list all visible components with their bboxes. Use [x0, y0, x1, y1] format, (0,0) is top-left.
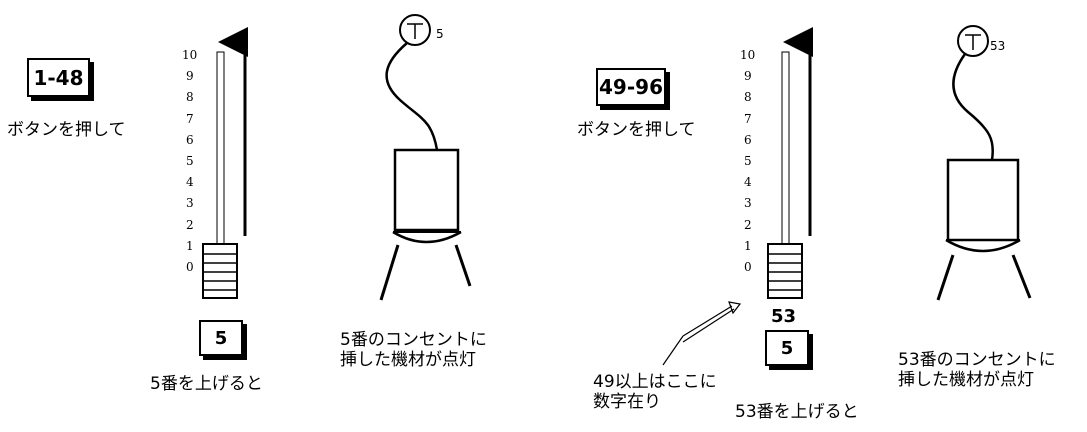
scale-label: 2: [744, 217, 752, 232]
scale-label: 9: [186, 69, 194, 84]
note-line-2: 数字在り: [593, 392, 661, 412]
cable: [952, 53, 994, 161]
scale-label: 4: [186, 175, 194, 190]
scale-label: 3: [186, 196, 194, 211]
scale-label: 7: [744, 111, 752, 126]
press-button-caption: ボタンを押して: [7, 120, 126, 140]
cable: [385, 42, 439, 151]
scale-label: 8: [186, 90, 194, 105]
result-line-1: 5番のコンセントに: [340, 330, 487, 350]
callout-pointer: [662, 301, 742, 366]
fader-track: [216, 51, 225, 247]
bank-1-48-button[interactable]: 1-48: [27, 58, 90, 97]
fader-knob: [767, 243, 803, 299]
fader-caption: 5番を上げると: [150, 374, 263, 394]
press-button-caption: ボタンを押して: [577, 120, 696, 140]
scale-label: 2: [186, 217, 194, 232]
fader-value-box: 5: [199, 320, 243, 356]
scale-label: 1: [186, 238, 194, 253]
result-line-2: 挿した機材が点灯: [898, 370, 1034, 390]
scale-label: 6: [744, 132, 752, 147]
result-line-2: 挿した機材が点灯: [340, 350, 476, 370]
scale-label: 5: [744, 154, 752, 168]
scale-label: 10: [740, 48, 756, 62]
scale-label: 3: [744, 196, 752, 211]
scale-label: 1: [744, 238, 752, 253]
scale-label: 8: [744, 90, 752, 105]
outlet-number: 53: [990, 39, 1006, 53]
result-line-1: 53番のコンセントに: [898, 350, 1056, 370]
note-line-1: 49以上はここに: [593, 372, 717, 392]
fader-value-box: 5: [765, 330, 809, 366]
outlet-number: 5: [436, 27, 444, 41]
light-fixture-icon: [379, 148, 472, 301]
bank-49-96-button[interactable]: 49-96: [596, 68, 666, 106]
outlet-symbol-icon: [957, 25, 989, 57]
scale-label: 4: [744, 175, 752, 190]
scale-label: 5: [186, 154, 194, 168]
scale-label: 10: [182, 48, 198, 62]
fader-caption: 53番を上げると: [735, 402, 859, 422]
scale-label: 0: [744, 260, 752, 274]
outlet-symbol-icon: [399, 14, 431, 46]
display-number: 53: [771, 306, 797, 327]
scale-label: 0: [186, 260, 194, 274]
scale-label: 7: [186, 111, 194, 126]
fader-knob: [202, 243, 238, 299]
scale-label: 9: [744, 69, 752, 84]
light-fixture-icon: [936, 158, 1032, 301]
scale-label: 6: [186, 132, 194, 147]
fader-track: [781, 51, 790, 247]
